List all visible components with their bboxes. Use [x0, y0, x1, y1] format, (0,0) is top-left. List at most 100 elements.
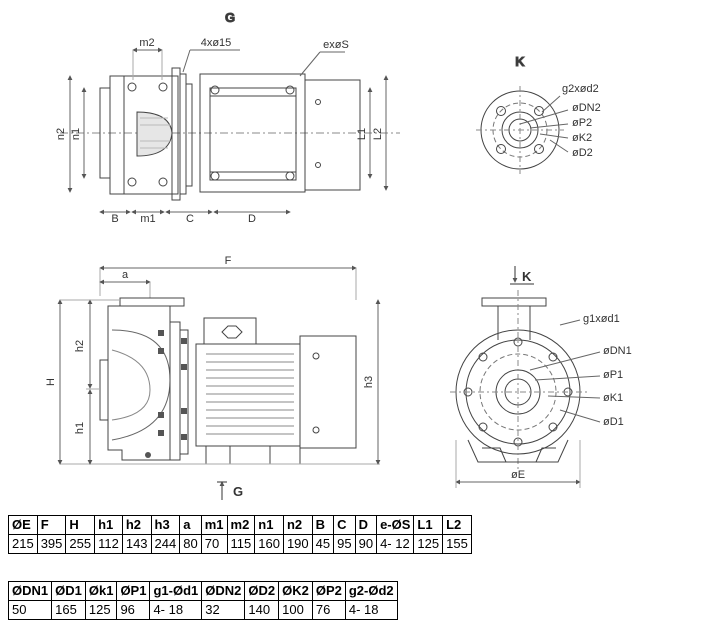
dim-D: D — [248, 213, 256, 225]
table-header-cell: ØP2 — [311, 581, 346, 601]
dim-m1: m1 — [140, 213, 155, 225]
terminal-box — [203, 317, 257, 345]
table-header-cell: m2 — [226, 515, 256, 535]
dim-E: øE — [511, 469, 525, 481]
bolt-hole — [127, 82, 137, 92]
table-cell: 45 — [311, 534, 335, 554]
table-cell: 32 — [201, 600, 246, 620]
table-cell: 395 — [36, 534, 67, 554]
label-D1: øD1 — [603, 416, 624, 428]
top-view-labels: m2 4xø15 exøS n2 n1 L1 L2 B m1 C D — [55, 37, 384, 225]
dim-n1: n1 — [70, 128, 82, 140]
arrow-G-label: G — [233, 484, 243, 499]
table-header-cell: ØDN1 — [7, 581, 53, 601]
table-header-row: ØE F H h1 h2 h3 a m1 m2 n1 n2 B C D e-ØS… — [8, 515, 472, 535]
arrow-K-label: K — [522, 269, 532, 284]
table-header-cell: e-ØS — [376, 515, 415, 535]
table-cell: 140 — [244, 600, 280, 620]
table-header-cell: h2 — [121, 515, 152, 535]
dim-F: F — [225, 255, 232, 267]
dim-exS: exøS — [323, 39, 349, 51]
table-header-cell: D — [354, 515, 378, 535]
table-cell: 165 — [51, 600, 86, 620]
table-header-cell: a — [179, 515, 202, 535]
table-header-cell: ØE — [8, 515, 38, 535]
table-header-cell: n2 — [282, 515, 313, 535]
dim-L1: L1 — [356, 128, 368, 140]
table-header-cell: g1-Ød1 — [149, 581, 203, 601]
table-header-cell: ØD1 — [51, 581, 86, 601]
bolt-hole — [158, 177, 168, 187]
table-cell: 115 — [226, 534, 256, 554]
table-header-cell: g2-Ød2 — [344, 581, 398, 601]
table-header-cell: ØK2 — [278, 581, 313, 601]
top-view-title: G — [225, 10, 235, 25]
table-cell: 112 — [94, 534, 123, 554]
front-view-labels: F a h2 H h1 h3 G — [45, 255, 375, 499]
table-cell: 125 — [84, 600, 118, 620]
dim-H: H — [45, 378, 57, 386]
dim-a: a — [122, 269, 129, 281]
bolt-hole — [127, 177, 137, 187]
table-cell: 50 — [7, 600, 53, 620]
table-cell: 215 — [8, 534, 38, 554]
table-header-cell: h1 — [94, 515, 123, 535]
table-cell: 143 — [121, 534, 152, 554]
table-header-cell: n1 — [254, 515, 284, 535]
table-row: 50 165 125 96 4- 18 32 140 100 76 4- 18 — [7, 600, 398, 620]
discharge-flange — [119, 297, 185, 307]
table-cell: 4- 18 — [149, 600, 203, 620]
dim-holes: 4xø15 — [201, 37, 232, 49]
table-header-cell: H — [65, 515, 96, 535]
dim-n2: n2 — [55, 128, 67, 140]
label-P1: øP1 — [603, 369, 623, 381]
side-view-labels: K g1xød1 øDN1 øP1 øK1 øD1 øE — [511, 269, 632, 481]
side-view — [450, 266, 601, 488]
table-cell: 95 — [333, 534, 356, 554]
table-header-cell: F — [36, 515, 67, 535]
side-base — [467, 439, 569, 463]
label-g1: g1xød1 — [583, 313, 620, 325]
flange-view: K — [476, 54, 569, 174]
front-view — [57, 265, 381, 500]
table-header-cell: m1 — [200, 515, 228, 535]
label-K2: øK2 — [572, 132, 592, 144]
table-cell: 190 — [282, 534, 313, 554]
dim-m2: m2 — [139, 37, 154, 49]
table-cell: 125 — [413, 534, 444, 554]
table-header-cell: Øk1 — [84, 581, 118, 601]
table-cell: 100 — [278, 600, 313, 620]
dimensions-table: ØE F H h1 h2 h3 a m1 m2 n1 n2 B C D e-ØS… — [8, 515, 472, 554]
dim-h3: h3 — [363, 376, 375, 388]
table-cell: 244 — [150, 534, 181, 554]
table-header-row: ØDN1 ØD1 Øk1 ØP1 g1-Ød1 ØDN2 ØD2 ØK2 ØP2… — [7, 581, 398, 601]
table-header-cell: ØD2 — [244, 581, 280, 601]
table-cell: 96 — [116, 600, 151, 620]
table-row: 215 395 255 112 143 244 80 70 115 160 19… — [8, 534, 472, 554]
flange-view-labels: g2xød2 øDN2 øP2 øK2 øD2 — [562, 83, 601, 159]
motor-fan-cover-front — [299, 335, 357, 449]
flange-table: ØDN1 ØD1 Øk1 ØP1 g1-Ød1 ØDN2 ØD2 ØK2 ØP2… — [7, 581, 398, 620]
bolt-hole — [158, 82, 168, 92]
label-P2: øP2 — [572, 117, 592, 129]
top-view: G — [60, 10, 400, 215]
dim-h1: h1 — [74, 422, 86, 434]
label-DN2: øDN2 — [572, 102, 601, 114]
label-g2: g2xød2 — [562, 83, 599, 95]
motor-body-front — [195, 343, 301, 447]
dim-B: B — [111, 213, 118, 225]
table-cell: 70 — [200, 534, 228, 554]
motor-feet — [205, 445, 301, 465]
technical-drawing: G — [45, 10, 632, 500]
table-header-cell: C — [333, 515, 356, 535]
motor-fan-cover-top — [304, 79, 361, 191]
table-header-cell: h3 — [150, 515, 181, 535]
table-header-cell: ØP1 — [116, 581, 151, 601]
table-cell: 90 — [354, 534, 378, 554]
flange-view-title: K — [515, 54, 525, 69]
label-D2: øD2 — [572, 147, 593, 159]
table-cell: 155 — [442, 534, 472, 554]
table-cell: 255 — [65, 534, 96, 554]
table-header-cell: ØDN2 — [201, 581, 246, 601]
dim-C: C — [186, 213, 194, 225]
